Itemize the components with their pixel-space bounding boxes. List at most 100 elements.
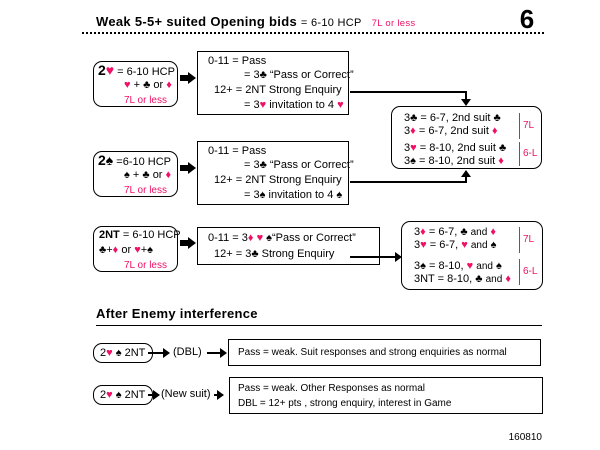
text: 2nd suit	[456, 155, 496, 167]
heart-icon: ♥	[337, 99, 344, 111]
range: 6-7,	[439, 239, 459, 251]
connector-line	[148, 352, 164, 354]
enquiry-row: 3♦ = 6-7, ♣ and ♦	[414, 225, 496, 240]
label-7l: 7L	[523, 234, 535, 245]
heart-icon: ♥	[134, 244, 141, 256]
connector-line	[350, 256, 396, 258]
title-hcp: = 6-10 HCP	[300, 17, 362, 29]
response-row: 0-11 = Pass	[208, 144, 266, 159]
response-row: = 3♥ invitation to 4 ♥	[244, 98, 344, 113]
opening-2s-line2: ♠ + ♣ or ♦	[124, 168, 171, 183]
plus-sign: +	[132, 169, 140, 181]
spade-icon: ♠	[259, 189, 266, 201]
text: 2nd suit	[450, 125, 489, 137]
bid: Strong Enquiry	[261, 248, 335, 260]
opening-bids: 2♥ ♠ 2NT	[100, 346, 145, 361]
opening-2h-line2: ♥ + ♣ or ♦	[124, 78, 172, 93]
opening-bids: 2♥ ♠ 2NT	[100, 388, 145, 403]
bracket-7l	[519, 227, 520, 253]
opening-2nt-tag: 7L or less	[124, 260, 167, 271]
text: and	[476, 261, 493, 272]
response-row: = 3♠ invitation to 4 ♠	[244, 188, 342, 203]
spade-icon: ♠	[420, 260, 426, 272]
equals: = 3	[232, 232, 248, 244]
enquiry-row: 3♥ = 6-7, ♥ and ♠	[414, 238, 496, 253]
page-title: Weak 5-5+ suited Opening bids = 6-10 HCP…	[96, 14, 415, 29]
connector-line	[148, 394, 154, 396]
response-row: 12+ = 2NT Strong Enquiry	[214, 173, 342, 188]
club-icon: ♣	[259, 159, 267, 171]
bid: Pass	[241, 145, 267, 157]
bid: 3	[404, 112, 411, 124]
range: 8-10,	[438, 260, 464, 272]
connector-line	[214, 394, 218, 396]
opening-2h-responses: 0-11 = Pass = 3♣ “Pass or Correct” 12+ =…	[197, 51, 354, 115]
heart-icon: ♥	[105, 62, 115, 78]
bid: 3	[414, 226, 421, 238]
range: 6-7,	[429, 112, 449, 124]
connector-line	[465, 176, 467, 183]
diamond-icon: ♦	[505, 273, 511, 285]
section-title: After Enemy interference	[96, 306, 258, 321]
bid: invitation to 4	[268, 189, 334, 201]
heart-icon: ♥	[256, 232, 264, 244]
range: 6-7,	[428, 125, 448, 137]
arrow-right-icon	[180, 72, 196, 84]
response-row: = 3♣ “Pass or Correct”	[244, 158, 354, 173]
range: 8-10,	[429, 142, 455, 154]
or-text: or	[152, 169, 163, 181]
bid: 3	[404, 155, 411, 167]
opening-2s-box: 2♠ =6-10 HCP ♠ + ♣ or ♦ 7L or less	[93, 151, 178, 197]
text: and	[470, 227, 488, 238]
arrow-right-icon	[395, 252, 402, 262]
arrow-right-icon	[180, 162, 196, 174]
connector-line	[207, 352, 221, 354]
range: 0-11	[208, 145, 230, 157]
club-icon: ♣	[99, 244, 107, 256]
opening-2h-line1: 2♥ = 6-10 HCP	[98, 63, 175, 80]
equals: =	[428, 226, 436, 238]
club-icon: ♣	[493, 112, 501, 124]
equals: =	[232, 145, 239, 157]
range: 0-11	[208, 55, 230, 67]
equals: = 3	[244, 69, 260, 81]
heart-icon: ♥	[106, 347, 113, 359]
range: 12+	[214, 174, 233, 186]
heart-icon: ♥	[461, 239, 468, 251]
equals: =	[235, 84, 243, 96]
text: and	[485, 274, 503, 285]
opening-2s-tag: 7L or less	[124, 185, 167, 196]
range: 0-11	[208, 232, 230, 244]
enquiry-row: 3♠ = 8-10, 2nd suit ♦	[404, 154, 504, 169]
spade-icon: ♠	[266, 232, 272, 244]
equals: = 3	[244, 159, 260, 171]
bid: Pass	[241, 55, 267, 67]
hcp-text: = 6-10 HCP	[122, 229, 181, 241]
club-icon: ♣	[498, 142, 507, 154]
club-icon: ♣	[142, 169, 150, 181]
diamond-icon: ♦	[165, 169, 172, 181]
response-row: = 3♣ “Pass or Correct”	[244, 68, 354, 83]
bid: invitation to 4	[269, 99, 335, 111]
bracket-6l	[519, 259, 520, 285]
title-tag: 7L or less	[371, 18, 416, 29]
club-icon: ♣	[460, 226, 468, 238]
heart-icon: ♥	[420, 239, 427, 251]
text: and	[470, 240, 488, 251]
club-icon: ♣	[143, 79, 151, 91]
plus-sign: +	[106, 244, 113, 256]
bid: 3	[404, 142, 411, 154]
club-icon: ♣	[410, 112, 418, 124]
response-row: 0-11 = 3♦ ♥ ♠“Pass or Correct”	[208, 231, 356, 246]
interference-response-box: Pass = weak. Other Responses as normal D…	[229, 377, 543, 414]
arrow-right-icon	[220, 348, 227, 358]
opening-2s-responses: 0-11 = Pass = 3♣ “Pass or Correct” 12+ =…	[197, 141, 354, 205]
arrow-up-icon	[461, 170, 471, 177]
heart-icon: ♥	[124, 79, 131, 91]
heart-icon: ♥	[106, 389, 113, 401]
spade-icon: ♠	[336, 189, 343, 201]
section-divider	[96, 325, 542, 326]
opening-2nt-box: 2NT = 6-10 HCP ♣+♦ or ♥+♠ 7L or less	[93, 226, 181, 272]
enquiry-suit-box: 3♣ = 6-7, 2nd suit ♣ 3♦ = 6-7, 2nd suit …	[391, 106, 542, 169]
bid-nt: 2NT	[124, 389, 146, 401]
